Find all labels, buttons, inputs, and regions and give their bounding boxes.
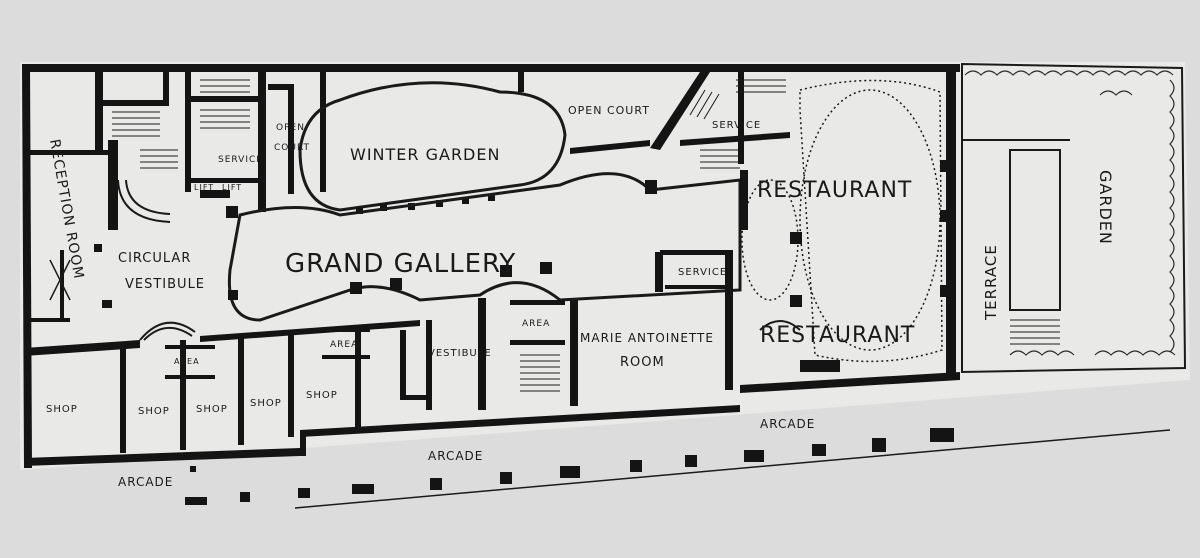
arcade-mid-label: ARCADE (428, 449, 483, 463)
shop-label-3: SHOP (196, 404, 228, 415)
restaurant-room (740, 79, 950, 372)
shop-label-1: SHOP (46, 404, 78, 415)
room-labels: RECEPTION ROOM CIRCULAR VESTIBULE SERVIC… (46, 104, 1115, 489)
service-mid-label: SERVICE (678, 267, 727, 278)
open-court-right-area (518, 72, 790, 169)
garden-label: GARDEN (1096, 170, 1115, 245)
shops-row (120, 298, 578, 453)
interior-walls-left (30, 72, 326, 322)
shop-label-4: SHOP (250, 398, 282, 409)
marie-antoinette-area (660, 250, 733, 390)
lift-label-2: LIFT (222, 183, 242, 192)
service-left-label: SERVICE (218, 155, 263, 165)
marie-antoinette-label-2: ROOM (620, 355, 665, 370)
circular-vestibule-label-2: VESTIBULE (125, 277, 205, 292)
lift-label-1: LIFT (194, 183, 214, 192)
grand-gallery-room (226, 172, 742, 322)
open-court-left-label-2: COURT (274, 143, 310, 153)
open-court-left-label-1: OPEN (276, 123, 305, 133)
marie-antoinette-label-1: MARIE ANTOINETTE (580, 331, 714, 345)
outer-walls (22, 62, 1187, 468)
circular-vestibule-room (49, 244, 196, 341)
shop-label-2: SHOP (138, 406, 170, 417)
vestibule-label: VESTIBULE (428, 348, 492, 359)
arcade-piers (185, 428, 1171, 509)
open-court-right-label: OPEN COURT (568, 104, 650, 117)
service-top-label: SERVICE (712, 120, 761, 131)
grand-gallery-label: GRAND GALLERY (285, 249, 516, 279)
area-label-2: AREA (330, 340, 358, 350)
arcade-right-label: ARCADE (760, 417, 815, 431)
staircase-left (112, 79, 250, 223)
restaurant-lower-label: RESTAURANT (760, 323, 915, 348)
terrace-garden-area (962, 70, 1176, 356)
plan-sheet (20, 62, 1190, 470)
terrace-label: TERRACE (982, 244, 1000, 321)
area-label-3: AREA (522, 319, 550, 329)
restaurant-upper-label: RESTAURANT (757, 178, 912, 203)
arcade-left-label: ARCADE (118, 475, 173, 489)
shop-label-5: SHOP (306, 390, 338, 401)
circular-vestibule-label-1: CIRCULAR (118, 251, 191, 266)
winter-garden-label: WINTER GARDEN (350, 145, 500, 164)
area-label-1: AREA (174, 357, 200, 366)
